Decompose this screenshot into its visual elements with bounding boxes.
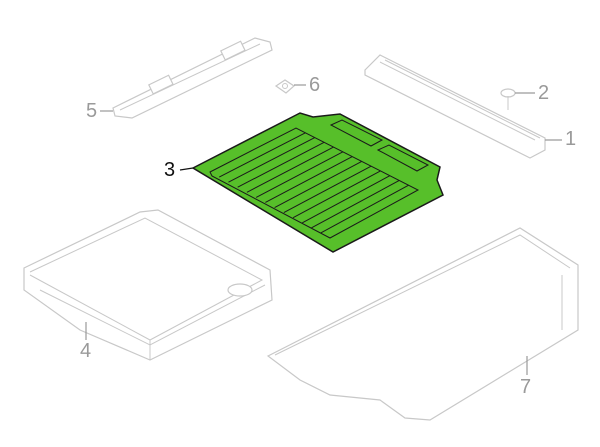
callout-4[interactable]: 4 (80, 340, 92, 362)
callout-5[interactable]: 5 (86, 100, 98, 122)
panel-rib (311, 180, 400, 229)
callout-2[interactable]: 2 (538, 82, 550, 104)
callout-7[interactable]: 7 (520, 376, 532, 398)
leader-3 (179, 167, 194, 171)
panel-rib (237, 141, 325, 188)
panel-rib (255, 151, 344, 198)
part-2-screw[interactable] (500, 88, 516, 110)
panel-rib (265, 156, 353, 203)
panel-rib (292, 170, 381, 219)
panel-rib (246, 146, 334, 193)
panel-rib (302, 175, 391, 224)
part-6-clip[interactable] (274, 79, 295, 94)
panel-rib (320, 184, 409, 234)
part-5-rail[interactable] (112, 37, 273, 119)
part-7-floor-cover[interactable] (266, 227, 579, 421)
panel-rib (283, 165, 372, 214)
panel-rib (274, 160, 362, 208)
panel-rib (228, 137, 315, 183)
panel-rib (219, 132, 306, 178)
callout-6[interactable]: 6 (309, 74, 321, 96)
callout-3[interactable]: 3 (164, 159, 176, 181)
part-4-storage-tray[interactable] (23, 209, 273, 361)
part-1-sill-plate[interactable] (364, 54, 546, 159)
part-3-floor-panel[interactable] (191, 112, 444, 253)
callout-1[interactable]: 1 (565, 128, 577, 150)
